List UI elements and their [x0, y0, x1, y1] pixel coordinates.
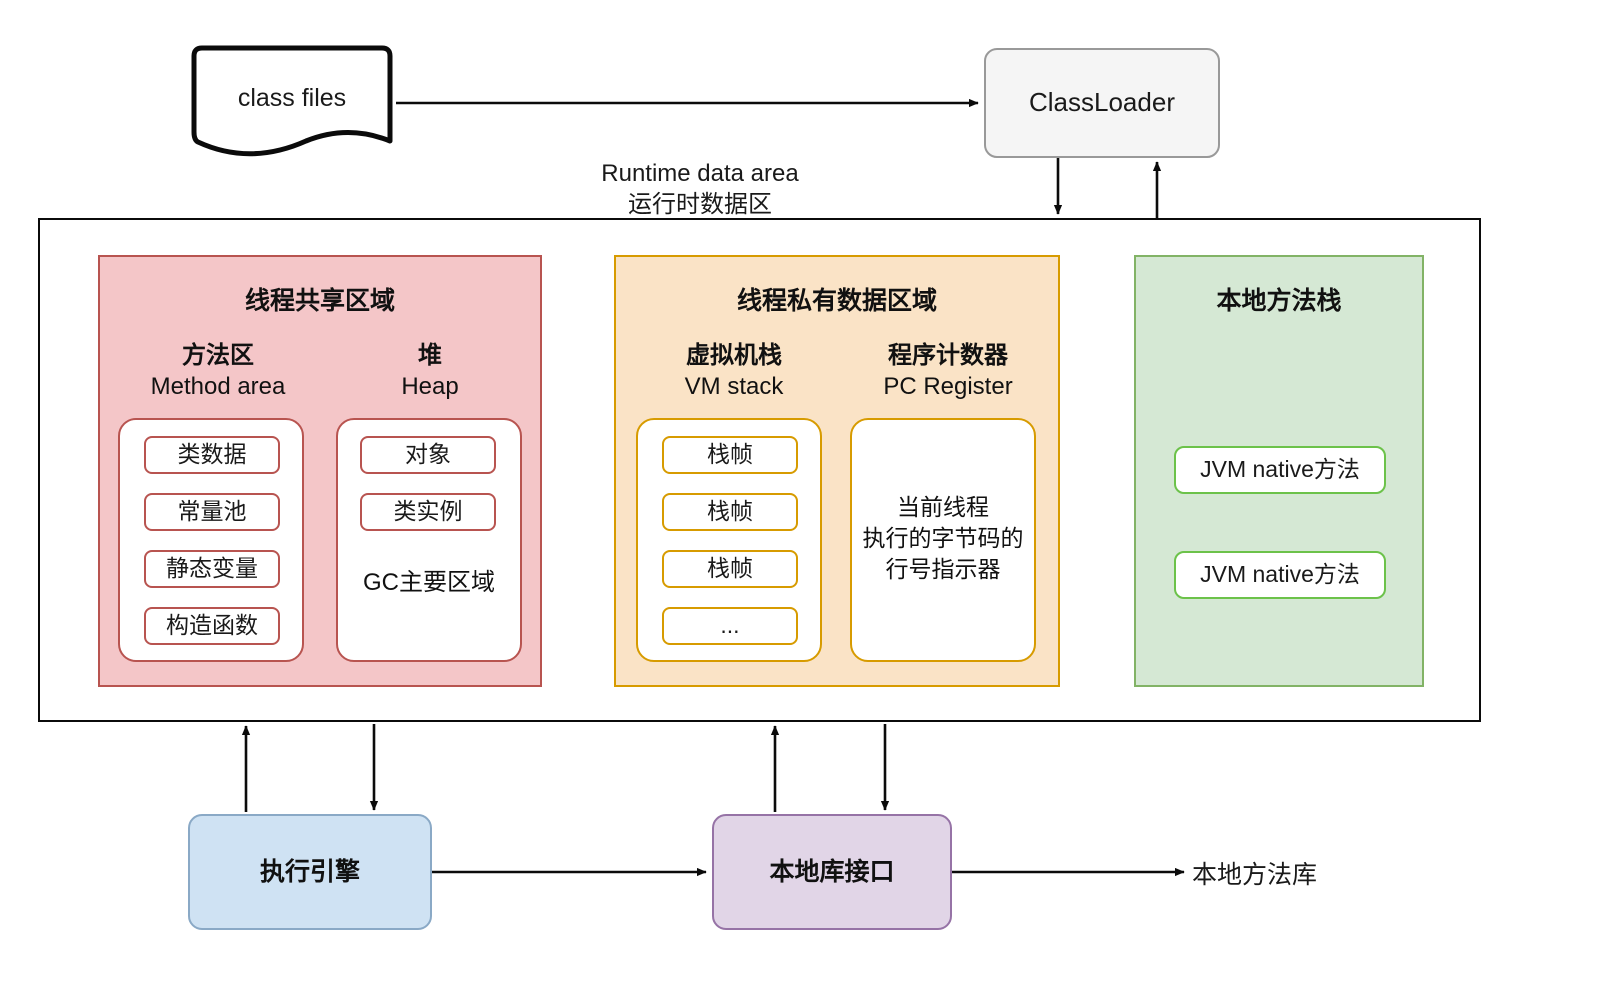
method-area-item-class-data: 类数据 [144, 436, 280, 474]
vm-stack-frame-ellipsis: ... [662, 607, 798, 645]
heap-gc-note: GC主要区域 [363, 569, 495, 596]
pc-register-line-2: 执行的字节码的 [862, 525, 1024, 552]
execution-engine-box[interactable]: 执行引擎 [188, 814, 432, 930]
heap-name-en: Heap [401, 373, 459, 401]
method-area-item-constant-pool: 常量池 [144, 493, 280, 531]
region-thread-shared-title: 线程共享区域 [244, 287, 395, 315]
pc-register-box [850, 418, 1036, 662]
method-area-item-static-variables: 静态变量 [144, 550, 280, 588]
native-method-library-label: 本地方法库 [1192, 861, 1318, 889]
pc-register-description: 当前线程 执行的字节码的 行号指示器 [850, 492, 1036, 585]
region-thread-private-title: 线程私有数据区域 [736, 287, 937, 315]
native-interface-label: 本地库接口 [769, 858, 895, 886]
vm-stack-name-en: VM stack [684, 373, 784, 401]
execution-engine-label: 执行引擎 [259, 858, 360, 886]
classloader-box[interactable]: ClassLoader [984, 48, 1220, 158]
pc-register-line-3: 行号指示器 [885, 556, 1001, 583]
pc-register-name-cn: 程序计数器 [888, 342, 1008, 369]
pc-register-name-en: PC Register [883, 373, 1013, 401]
vm-stack-frame-2: 栈帧 [662, 493, 798, 531]
method-area-name-en: Method area [150, 373, 286, 401]
method-area-item-constructors: 构造函数 [144, 607, 280, 645]
heap-item-class-instances: 类实例 [360, 493, 496, 531]
vm-stack-name-cn: 虚拟机栈 [686, 342, 782, 369]
heap-name-cn: 堆 [418, 342, 442, 369]
runtime-title-cn: 运行时数据区 [628, 191, 772, 218]
method-area-name-cn: 方法区 [182, 342, 254, 369]
pc-register-line-1: 当前线程 [897, 494, 989, 520]
runtime-data-area-title: Runtime data area 运行时数据区 [540, 160, 860, 218]
method-area-heading: 方法区 Method area [118, 340, 318, 402]
vm-stack-frame-1: 栈帧 [662, 436, 798, 474]
native-method-item-2: JVM native方法 [1174, 551, 1386, 599]
vm-stack-heading: 虚拟机栈 VM stack [636, 340, 832, 402]
classloader-label: ClassLoader [1029, 87, 1175, 118]
class-files-label: class files [237, 84, 347, 112]
vm-stack-frame-3: 栈帧 [662, 550, 798, 588]
pc-register-heading: 程序计数器 PC Register [850, 340, 1046, 402]
native-method-item-1: JVM native方法 [1174, 446, 1386, 494]
runtime-title-en: Runtime data area [601, 160, 799, 188]
class-files-shape [188, 44, 396, 159]
heap-item-objects: 对象 [360, 436, 496, 474]
native-interface-box[interactable]: 本地库接口 [712, 814, 952, 930]
heap-heading: 堆 Heap [336, 340, 524, 402]
region-native-method-stack-title: 本地方法栈 [1216, 287, 1342, 315]
